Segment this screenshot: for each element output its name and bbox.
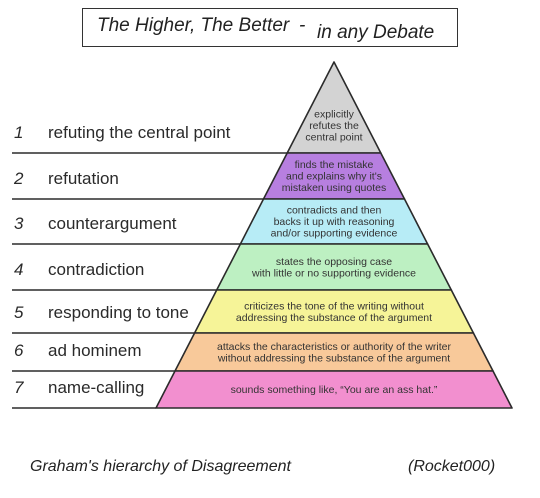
- level-label-7: name-calling: [48, 378, 144, 397]
- level-number-5: 5: [14, 303, 24, 322]
- title-dash: -: [299, 15, 306, 36]
- level-number-2: 2: [13, 169, 24, 188]
- title-box: The Higher, The Better - in any Debate: [82, 8, 458, 47]
- level-label-5: responding to tone: [48, 303, 189, 322]
- level-number-3: 3: [14, 214, 24, 233]
- level-description-6: attacks the characteristics or authority…: [217, 341, 452, 365]
- level-label-3: counterargument: [48, 214, 177, 233]
- level-number-6: 6: [14, 341, 24, 360]
- level-number-4: 4: [14, 260, 23, 279]
- level-number-7: 7: [14, 378, 24, 397]
- level-number-1: 1: [14, 123, 23, 142]
- level-label-1: refuting the central point: [48, 123, 231, 142]
- level-label-6: ad hominem: [48, 341, 142, 360]
- level-label-4: contradiction: [48, 260, 144, 279]
- title-main: The Higher, The Better: [97, 15, 290, 36]
- pyramid-tier-7: [155, 370, 513, 409]
- footer-caption: Graham's hierarchy of Disagreement: [30, 458, 291, 475]
- level-description-7: sounds something like, “You are an ass h…: [231, 384, 438, 396]
- title-subtitle: in any Debate: [317, 22, 435, 43]
- footer-credit: (Rocket000): [408, 458, 496, 475]
- level-label-2: refutation: [48, 169, 119, 188]
- level-description-5: criticizes the tone of the writing witho…: [236, 300, 432, 324]
